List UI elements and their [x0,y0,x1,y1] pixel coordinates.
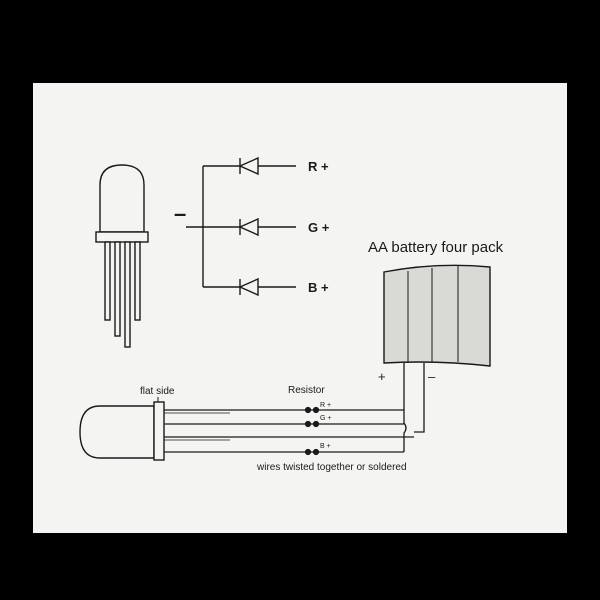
lead-label-green: G + [320,415,331,422]
battery-minus-label: – [428,369,436,384]
channel-label-red: R + [308,159,329,174]
led-rim [95,231,149,243]
battery-title: AA battery four pack [368,239,504,256]
crossover-hop [403,408,407,452]
diode-green [203,217,296,237]
battery-pack [383,264,491,367]
resistor-green [304,420,320,428]
resistor-red [304,406,320,414]
battery-leads [403,363,425,452]
flat-side-label: flat side [140,386,175,397]
led-side-body [79,405,155,459]
led-leg [104,241,111,321]
battery-plus-label: + [378,369,386,384]
battery-body [383,264,491,367]
led-front-view [95,164,149,348]
cathode-minus-label: – [174,201,186,226]
channel-label-green: G + [308,220,330,235]
led-side-rim [153,401,165,461]
twisted-wires-note: wires twisted together or soldered [256,462,407,473]
resistor-label: Resistor [288,385,325,396]
lead-label-red: R + [320,402,331,409]
led-side-view [79,401,165,461]
diode-red [203,156,296,176]
diode-blue [203,277,296,297]
led-leg [124,241,131,348]
led-body [99,164,145,233]
led-schematic [186,156,296,297]
led-leg [134,241,141,321]
led-lead-wires [164,409,414,453]
battery-minus-wire [414,363,425,433]
led-leg [114,241,121,337]
lead-label-blue: B + [320,443,331,450]
channel-label-blue: B + [308,280,329,295]
resistor-to-battery-wires [318,409,404,453]
led-legs [104,241,141,348]
